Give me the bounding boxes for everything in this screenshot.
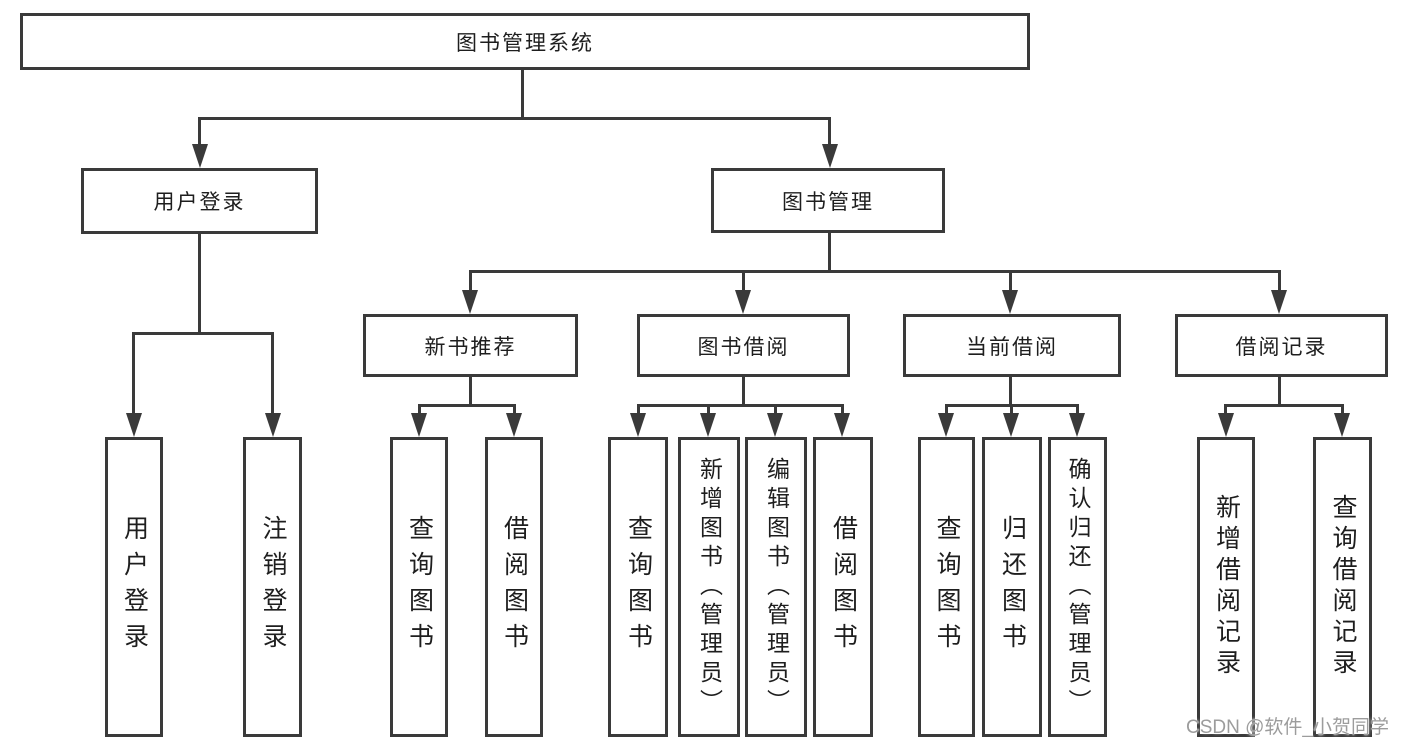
line-v <box>774 404 777 414</box>
leaf-add-borrow-record: 新增借阅记录 <box>1197 437 1255 737</box>
line-h <box>132 332 274 335</box>
leaf-query-books-1: 查询图书 <box>390 437 448 737</box>
leaf-user-login: 用户登录 <box>105 437 163 737</box>
line-v <box>707 404 710 414</box>
line-v <box>198 117 201 145</box>
arrowhead-icon <box>462 290 478 314</box>
leaf-add-books-admin: 新增图书（管理员） <box>678 437 740 737</box>
line-v <box>132 332 135 413</box>
line-v <box>1341 404 1344 414</box>
line-v <box>1278 377 1281 406</box>
arrowhead-icon <box>1218 413 1234 437</box>
arrowhead-icon <box>506 413 522 437</box>
line-v <box>469 377 472 406</box>
node-current-borrow: 当前借阅 <box>903 314 1121 377</box>
node-root: 图书管理系统 <box>20 13 1030 70</box>
line-h <box>469 270 1281 273</box>
leaf-borrow-books-1: 借阅图书 <box>485 437 543 737</box>
node-new-book-rec: 新书推荐 <box>363 314 578 377</box>
leaf-logout: 注销登录 <box>243 437 302 737</box>
arrowhead-icon <box>822 144 838 168</box>
line-h <box>637 404 844 407</box>
watermark-text: CSDN @软件_小贺同学 <box>1186 717 1389 738</box>
arrowhead-icon <box>265 413 281 437</box>
line-v <box>1009 377 1012 406</box>
arrowhead-icon <box>1003 413 1019 437</box>
node-borrow-records: 借阅记录 <box>1175 314 1388 377</box>
line-v <box>198 233 201 334</box>
leaf-query-books-2: 查询图书 <box>608 437 668 737</box>
line-v <box>828 117 831 145</box>
leaf-query-borrow-record: 查询借阅记录 <box>1313 437 1372 737</box>
arrowhead-icon <box>735 290 751 314</box>
arrowhead-icon <box>834 413 850 437</box>
node-book-mgmt: 图书管理 <box>711 168 945 233</box>
leaf-return-books: 归还图书 <box>982 437 1042 737</box>
arrowhead-icon <box>192 144 208 168</box>
line-v <box>271 332 274 413</box>
arrowhead-icon <box>1334 413 1350 437</box>
arrowhead-icon <box>411 413 427 437</box>
line-v <box>1010 404 1013 414</box>
arrowhead-icon <box>938 413 954 437</box>
line-v <box>1224 404 1227 414</box>
arrowhead-icon <box>630 413 646 437</box>
line-v <box>828 233 831 272</box>
line-h <box>1224 404 1343 407</box>
line-v <box>1278 270 1281 290</box>
arrowhead-icon <box>1271 290 1287 314</box>
line-v <box>1009 270 1012 290</box>
arrowhead-icon <box>1002 290 1018 314</box>
line-h <box>418 404 516 407</box>
leaf-confirm-return-admin: 确认归还（管理员） <box>1048 437 1107 737</box>
line-v <box>1076 404 1079 414</box>
leaf-edit-books-admin: 编辑图书（管理员） <box>745 437 807 737</box>
arrowhead-icon <box>126 413 142 437</box>
line-v <box>945 404 948 414</box>
line-v <box>742 377 745 406</box>
line-v <box>418 404 421 414</box>
line-h <box>198 117 831 120</box>
line-v <box>469 270 472 290</box>
line-v <box>513 404 516 414</box>
leaf-query-books-3: 查询图书 <box>918 437 975 737</box>
line-v <box>742 270 745 290</box>
node-user-login: 用户登录 <box>81 168 318 234</box>
arrowhead-icon <box>1069 413 1085 437</box>
line-v <box>637 404 640 414</box>
node-book-borrow: 图书借阅 <box>637 314 850 377</box>
line-v <box>521 69 524 118</box>
arrowhead-icon <box>767 413 783 437</box>
leaf-borrow-books-2: 借阅图书 <box>813 437 873 737</box>
arrowhead-icon <box>700 413 716 437</box>
line-v <box>841 404 844 414</box>
